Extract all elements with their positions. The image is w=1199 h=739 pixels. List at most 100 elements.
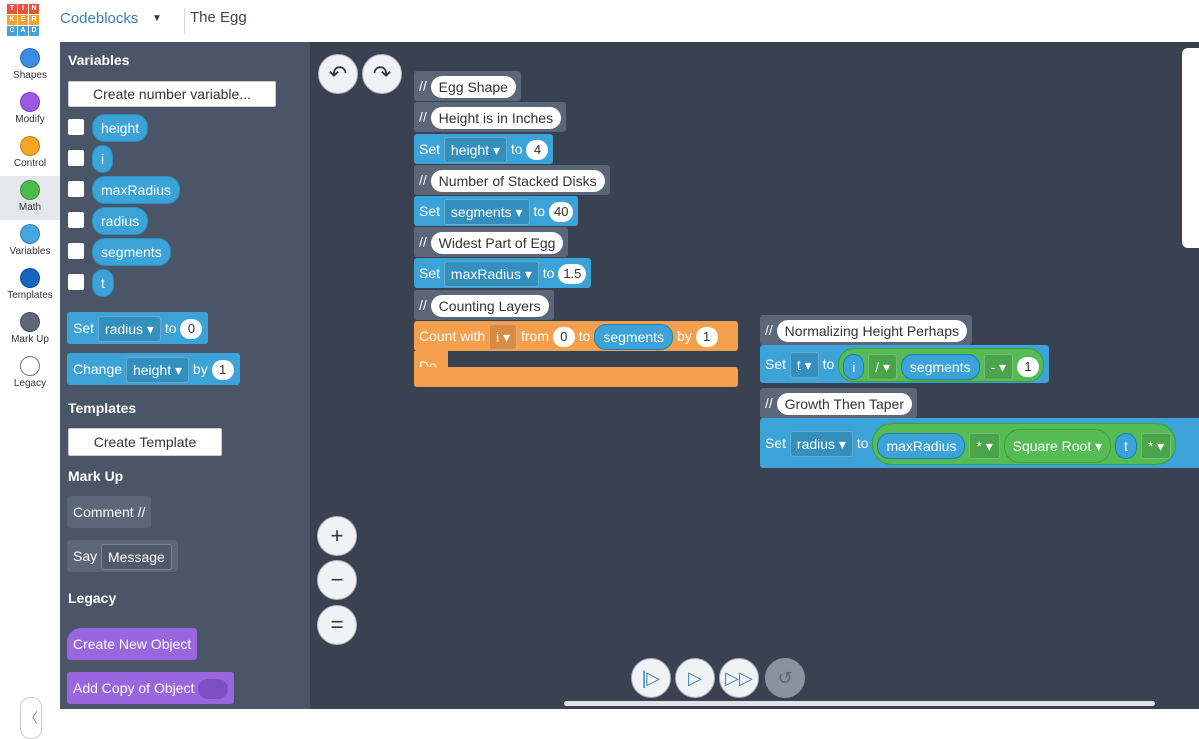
to-keyword: to [533,203,546,219]
set-variable-block[interactable]: Set segments ▾ to 40 [414,196,579,226]
step-button[interactable]: |▷ [631,658,671,698]
comment-block[interactable]: Comment // [67,496,152,528]
comment-block[interactable]: // Growth Then Taper [760,388,917,418]
variable-checkbox[interactable] [68,274,84,290]
variable-block[interactable]: i [92,145,114,173]
fast-forward-button[interactable]: ▷▷ [719,658,759,698]
create-template-button[interactable]: Create Template [68,428,222,456]
variable-block[interactable]: segments [92,238,171,266]
variable-block[interactable]: t [92,269,114,297]
change-variable-block[interactable]: Change height ▾ by 1 [67,353,240,385]
zoom-reset-button[interactable]: = [317,605,357,645]
set-variable-block[interactable]: Set t ▾ to i / ▾ segments - ▾ 1 [760,345,1049,383]
operator-dropdown[interactable]: * ▾ [1140,432,1172,459]
category-legacy[interactable]: Legacy [0,352,60,396]
set-variable-block[interactable]: Set height ▾ to 4 [414,134,554,164]
variable-reporter[interactable]: t [1115,432,1137,459]
variable-block[interactable]: height [92,114,149,142]
reset-button[interactable]: ↺ [765,658,805,698]
modify-icon [20,92,40,112]
comment-block[interactable]: // Widest Part of Egg [414,227,569,257]
variable-block[interactable]: maxRadius [92,176,181,204]
number-input[interactable]: 4 [526,140,549,161]
comment-text[interactable]: Number of Stacked Disks [430,170,605,193]
variable-checkbox[interactable] [68,119,84,135]
variable-checkbox[interactable] [68,150,84,166]
side-panel-edge[interactable] [1182,48,1199,248]
say-block[interactable]: Say Message [67,540,178,572]
variable-reporter[interactable]: segments [594,324,674,351]
math-expression[interactable]: i / ▾ segments - ▾ 1 [838,348,1044,383]
category-control[interactable]: Control [0,132,60,176]
variable-checkbox[interactable] [68,243,84,259]
category-templates[interactable]: Templates [0,264,60,308]
comment-block[interactable]: // Number of Stacked Disks [414,165,610,195]
operator-dropdown[interactable]: / ▾ [868,353,898,380]
set-variable-block[interactable]: Set radius ▾ to 0 [67,312,209,344]
play-button[interactable]: ▷ [675,658,715,698]
codeblocks-breadcrumb[interactable]: Codeblocks [60,10,139,27]
category-markup[interactable]: Mark Up [0,308,60,352]
number-input[interactable]: 40 [549,202,574,223]
dropdown-value: t [796,357,801,374]
variable-dropdown[interactable]: radius ▾ [97,316,161,343]
change-keyword: Change [73,361,123,377]
comment-block[interactable]: // Normalizing Height Perhaps [760,315,972,345]
code-workspace[interactable]: ↶ ↷ // Egg Shape // Height is in Inches … [310,42,1199,709]
comment-text[interactable]: Growth Then Taper [776,393,912,416]
comment-text[interactable]: Height is in Inches [430,107,562,130]
number-input[interactable]: 1 [1016,356,1039,377]
collapse-panel-button[interactable]: 〈 [20,697,42,739]
variable-dropdown[interactable]: radius ▾ [789,431,853,458]
variable-dropdown[interactable]: t ▾ [789,352,819,379]
workspace-scrollbar[interactable] [564,701,1155,706]
set-variable-block[interactable]: Set maxRadius ▾ to 1.5 [414,258,592,288]
comment-block[interactable]: // Egg Shape [414,71,521,101]
variable-reporter[interactable]: segments [900,353,980,380]
variable-block[interactable]: radius [92,207,149,235]
number-input[interactable]: 1 [695,327,718,348]
tinkercad-logo[interactable]: T I N K E R C A D [7,4,39,36]
create-variable-button[interactable]: Create number variable... [68,81,276,107]
zoom-in-button[interactable]: + [317,516,357,556]
category-shapes[interactable]: Shapes [0,44,60,88]
variable-checkbox[interactable] [68,212,84,228]
variable-reporter[interactable]: maxRadius [877,432,966,459]
variable-dropdown[interactable]: i ▾ [489,324,518,351]
category-math[interactable]: Math [0,176,60,220]
variable-reporter[interactable]: i [843,353,865,380]
number-input[interactable]: 0 [552,327,575,348]
comment-text[interactable]: Counting Layers [430,295,549,318]
message-field[interactable]: Message [101,544,172,571]
function-block[interactable]: Square Root ▾ [1003,428,1112,463]
math-expression[interactable]: maxRadius * ▾ Square Root ▾ t * ▾ [872,423,1177,466]
count-loop-block[interactable]: Count with i ▾ from 0 to segments by 1 [414,321,738,351]
comment-text[interactable]: Egg Shape [430,76,516,99]
number-input[interactable]: 0 [180,319,203,340]
add-copy-block[interactable]: Add Copy of Object [67,672,235,704]
comment-text[interactable]: Normalizing Height Perhaps [776,320,967,343]
create-object-block[interactable]: Create New Object [67,628,198,660]
category-variables[interactable]: Variables [0,220,60,264]
number-input[interactable]: 1 [211,360,234,381]
category-modify[interactable]: Modify [0,88,60,132]
breadcrumb-dropdown-icon[interactable]: ▼ [152,13,162,24]
comment-block[interactable]: // Height is in Inches [414,102,567,132]
comment-block[interactable]: // Counting Layers [414,290,554,320]
set-variable-block[interactable]: Set radius ▾ to maxRadius * ▾ Square Roo… [760,418,1199,468]
operator-dropdown[interactable]: * ▾ [969,432,1000,459]
project-title[interactable]: The Egg [190,9,247,26]
variable-dropdown[interactable]: height ▾ [443,137,507,164]
number-input[interactable]: 1.5 [558,264,587,285]
variable-checkbox[interactable] [68,181,84,197]
variable-dropdown[interactable]: height ▾ [125,357,190,384]
comment-text[interactable]: Widest Part of Egg [430,232,564,255]
operator-dropdown[interactable]: - ▾ [983,353,1014,380]
undo-button[interactable]: ↶ [318,54,358,94]
variable-dropdown[interactable]: segments ▾ [443,199,530,226]
redo-button[interactable]: ↷ [362,54,402,94]
variable-dropdown[interactable]: maxRadius ▾ [443,261,539,288]
zoom-out-button[interactable]: − [317,560,357,600]
category-label: Math [18,202,42,213]
object-slot[interactable] [198,679,229,700]
